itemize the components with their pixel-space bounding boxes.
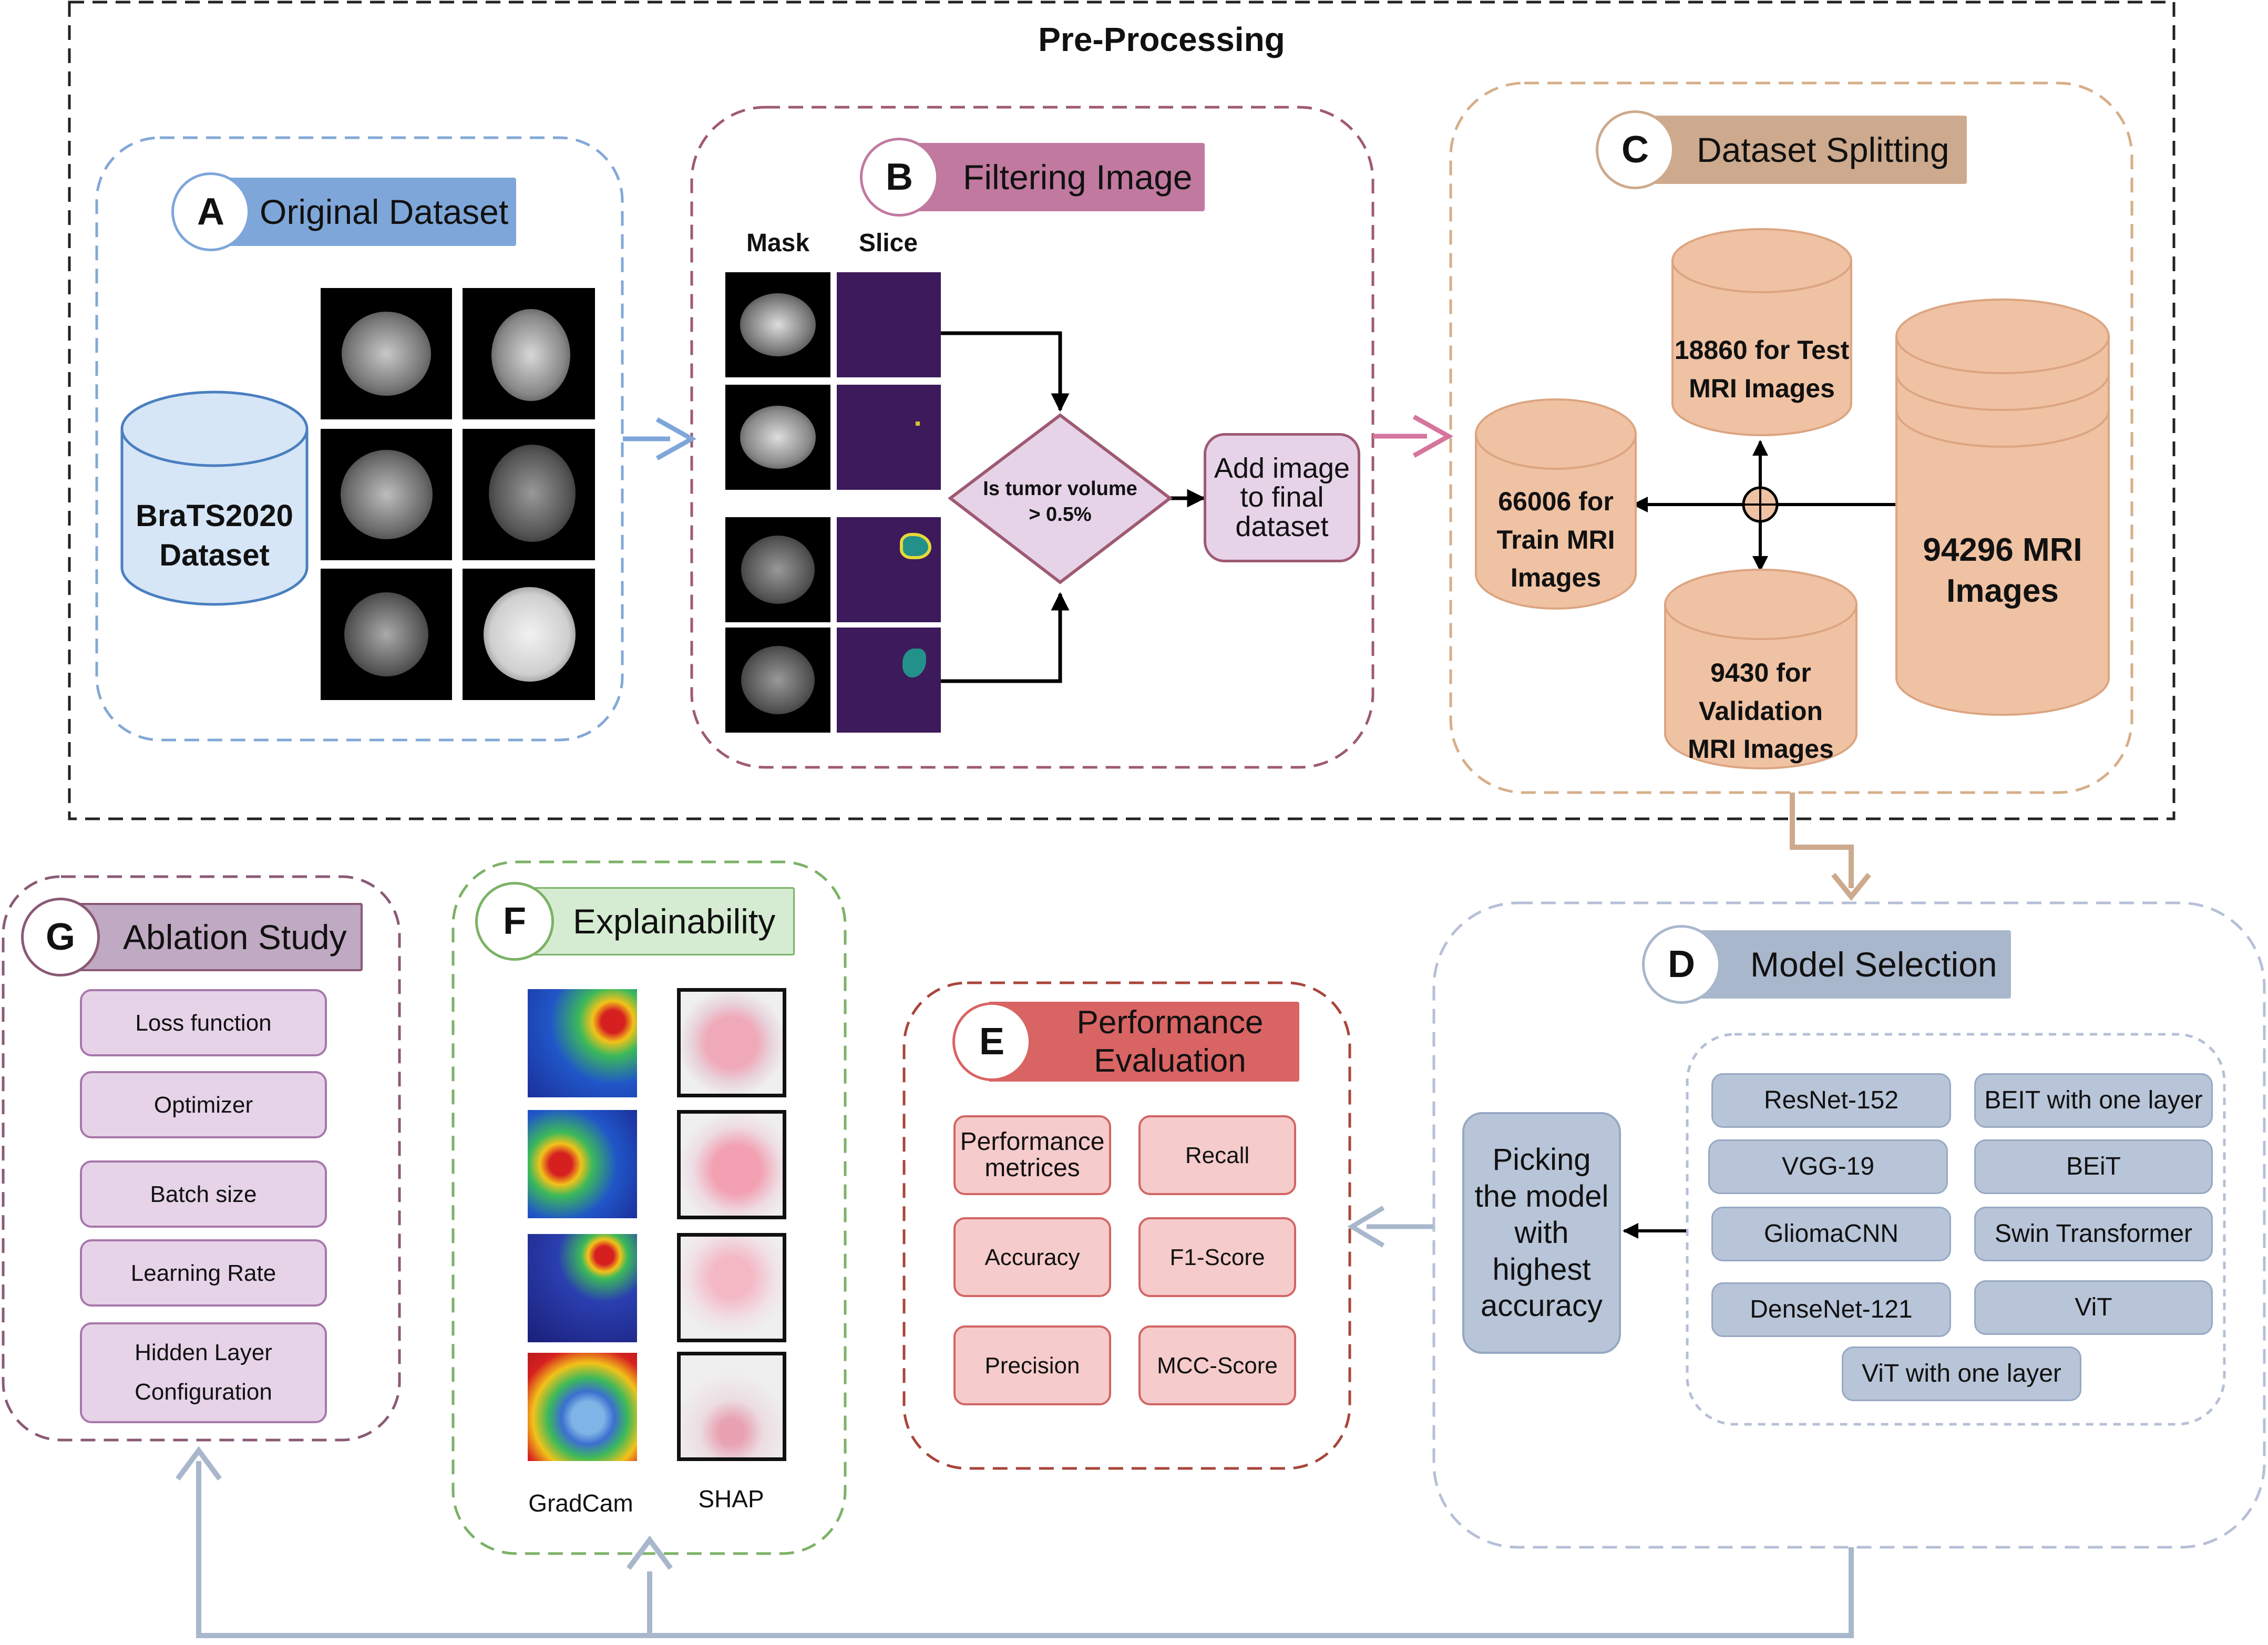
- section-f-letter: F: [475, 882, 554, 961]
- decision-diamond: [948, 413, 1173, 584]
- gradcam-image: [528, 1110, 637, 1218]
- metric-item: Accuracy: [953, 1217, 1111, 1297]
- model-item: BEIT with one layer: [1974, 1073, 2213, 1128]
- section-f-title: Explainability: [573, 902, 776, 941]
- model-item: VGG-19: [1708, 1139, 1948, 1194]
- mri-image: [321, 288, 452, 419]
- mri-image: [321, 569, 452, 700]
- section-c-frame: [1449, 81, 2133, 794]
- section-c-letter: C: [1596, 110, 1675, 189]
- total-cylinder: [1895, 299, 2110, 716]
- test-cylinder: [1671, 228, 1852, 436]
- brats-dataset-cylinder: [120, 390, 309, 606]
- section-f-header: F Explainability: [475, 882, 795, 961]
- slice-image: [837, 385, 941, 490]
- decision-label: Is tumor volume> 0.5%: [983, 477, 1137, 526]
- section-f-frame: [451, 860, 847, 1555]
- ablation-item: Optimizer: [80, 1071, 327, 1138]
- train-cylinder: [1475, 398, 1637, 610]
- slice-column-header: Slice: [858, 229, 918, 257]
- model-item: ViT: [1974, 1280, 2213, 1335]
- shap-image: [677, 988, 786, 1097]
- arrow-c-to-d: [1790, 793, 1854, 888]
- section-c-header: C Dataset Splitting: [1596, 110, 1967, 189]
- validation-cylinder: [1664, 569, 1857, 769]
- feedback-loop-arrow: [196, 1461, 1854, 1638]
- model-item: ViT with one layer: [1842, 1346, 2081, 1401]
- ablation-item: Learning Rate: [80, 1239, 327, 1307]
- slice-image: [837, 272, 941, 377]
- slice-image: [837, 628, 941, 733]
- section-d-title: Model Selection: [1750, 945, 1997, 984]
- section-d-header: D Model Selection: [1642, 925, 2011, 1004]
- shap-image: [677, 1352, 786, 1461]
- model-item: Swin Transformer: [1974, 1207, 2213, 1261]
- mri-image: [463, 288, 595, 419]
- mask-column-header: Mask: [746, 229, 810, 257]
- section-a-header: A Original Dataset: [171, 172, 516, 251]
- gradcam-image: [528, 1353, 637, 1461]
- metric-item: Recall: [1138, 1115, 1296, 1195]
- section-d-letter: D: [1642, 925, 1721, 1004]
- metric-item: F1-Score: [1138, 1217, 1296, 1297]
- gradcam-image: [528, 1234, 637, 1342]
- metric-item: Precision: [953, 1325, 1111, 1405]
- metric-item: MCC-Score: [1138, 1325, 1296, 1405]
- ablation-item: Batch size: [80, 1160, 327, 1228]
- split-junction-icon: [1742, 486, 1779, 523]
- models-inner-frame: [1686, 1033, 2226, 1426]
- gradcam-image: [528, 989, 637, 1097]
- section-e-letter: E: [952, 1002, 1031, 1081]
- ablation-item: Loss function: [80, 989, 327, 1056]
- section-a-title: Original Dataset: [260, 192, 509, 231]
- mask-image: [725, 517, 830, 622]
- model-item: ResNet-152: [1711, 1073, 1951, 1128]
- mask-image: [725, 385, 830, 490]
- preprocessing-frame: [68, 1, 2175, 820]
- shap-label: SHAP: [698, 1485, 764, 1513]
- section-b-title: Filtering Image: [963, 158, 1193, 197]
- section-g-frame: [2, 875, 401, 1442]
- preprocessing-title: Pre-Processing: [1038, 20, 1285, 58]
- gradcam-label: GradCam: [528, 1489, 633, 1517]
- section-g-title: Ablation Study: [123, 918, 347, 957]
- section-a-letter: A: [171, 172, 250, 251]
- model-item: BEiT: [1974, 1139, 2213, 1194]
- mask-image: [725, 628, 830, 733]
- shap-image: [677, 1110, 786, 1219]
- mri-image: [463, 429, 595, 560]
- arrow-top-slices-to-decision: [941, 331, 1070, 412]
- section-a-frame: [95, 136, 624, 742]
- mask-image: [725, 272, 830, 377]
- mri-image: [463, 569, 595, 700]
- shap-image: [677, 1233, 786, 1342]
- mri-image: [321, 429, 452, 560]
- section-d-frame: [1432, 901, 2266, 1549]
- section-c-title: Dataset Splitting: [1697, 130, 1949, 169]
- slice-image: [837, 517, 941, 622]
- model-item: DenseNet-121: [1711, 1282, 1951, 1337]
- section-b-header: B Filtering Image: [860, 138, 1205, 217]
- arrow-bottom-slices-to-decision: [941, 592, 1070, 683]
- section-g-header: G Ablation Study: [21, 898, 363, 976]
- model-item: GliomaCNN: [1711, 1207, 1951, 1261]
- section-b-letter: B: [860, 138, 939, 217]
- section-g-letter: G: [21, 898, 100, 976]
